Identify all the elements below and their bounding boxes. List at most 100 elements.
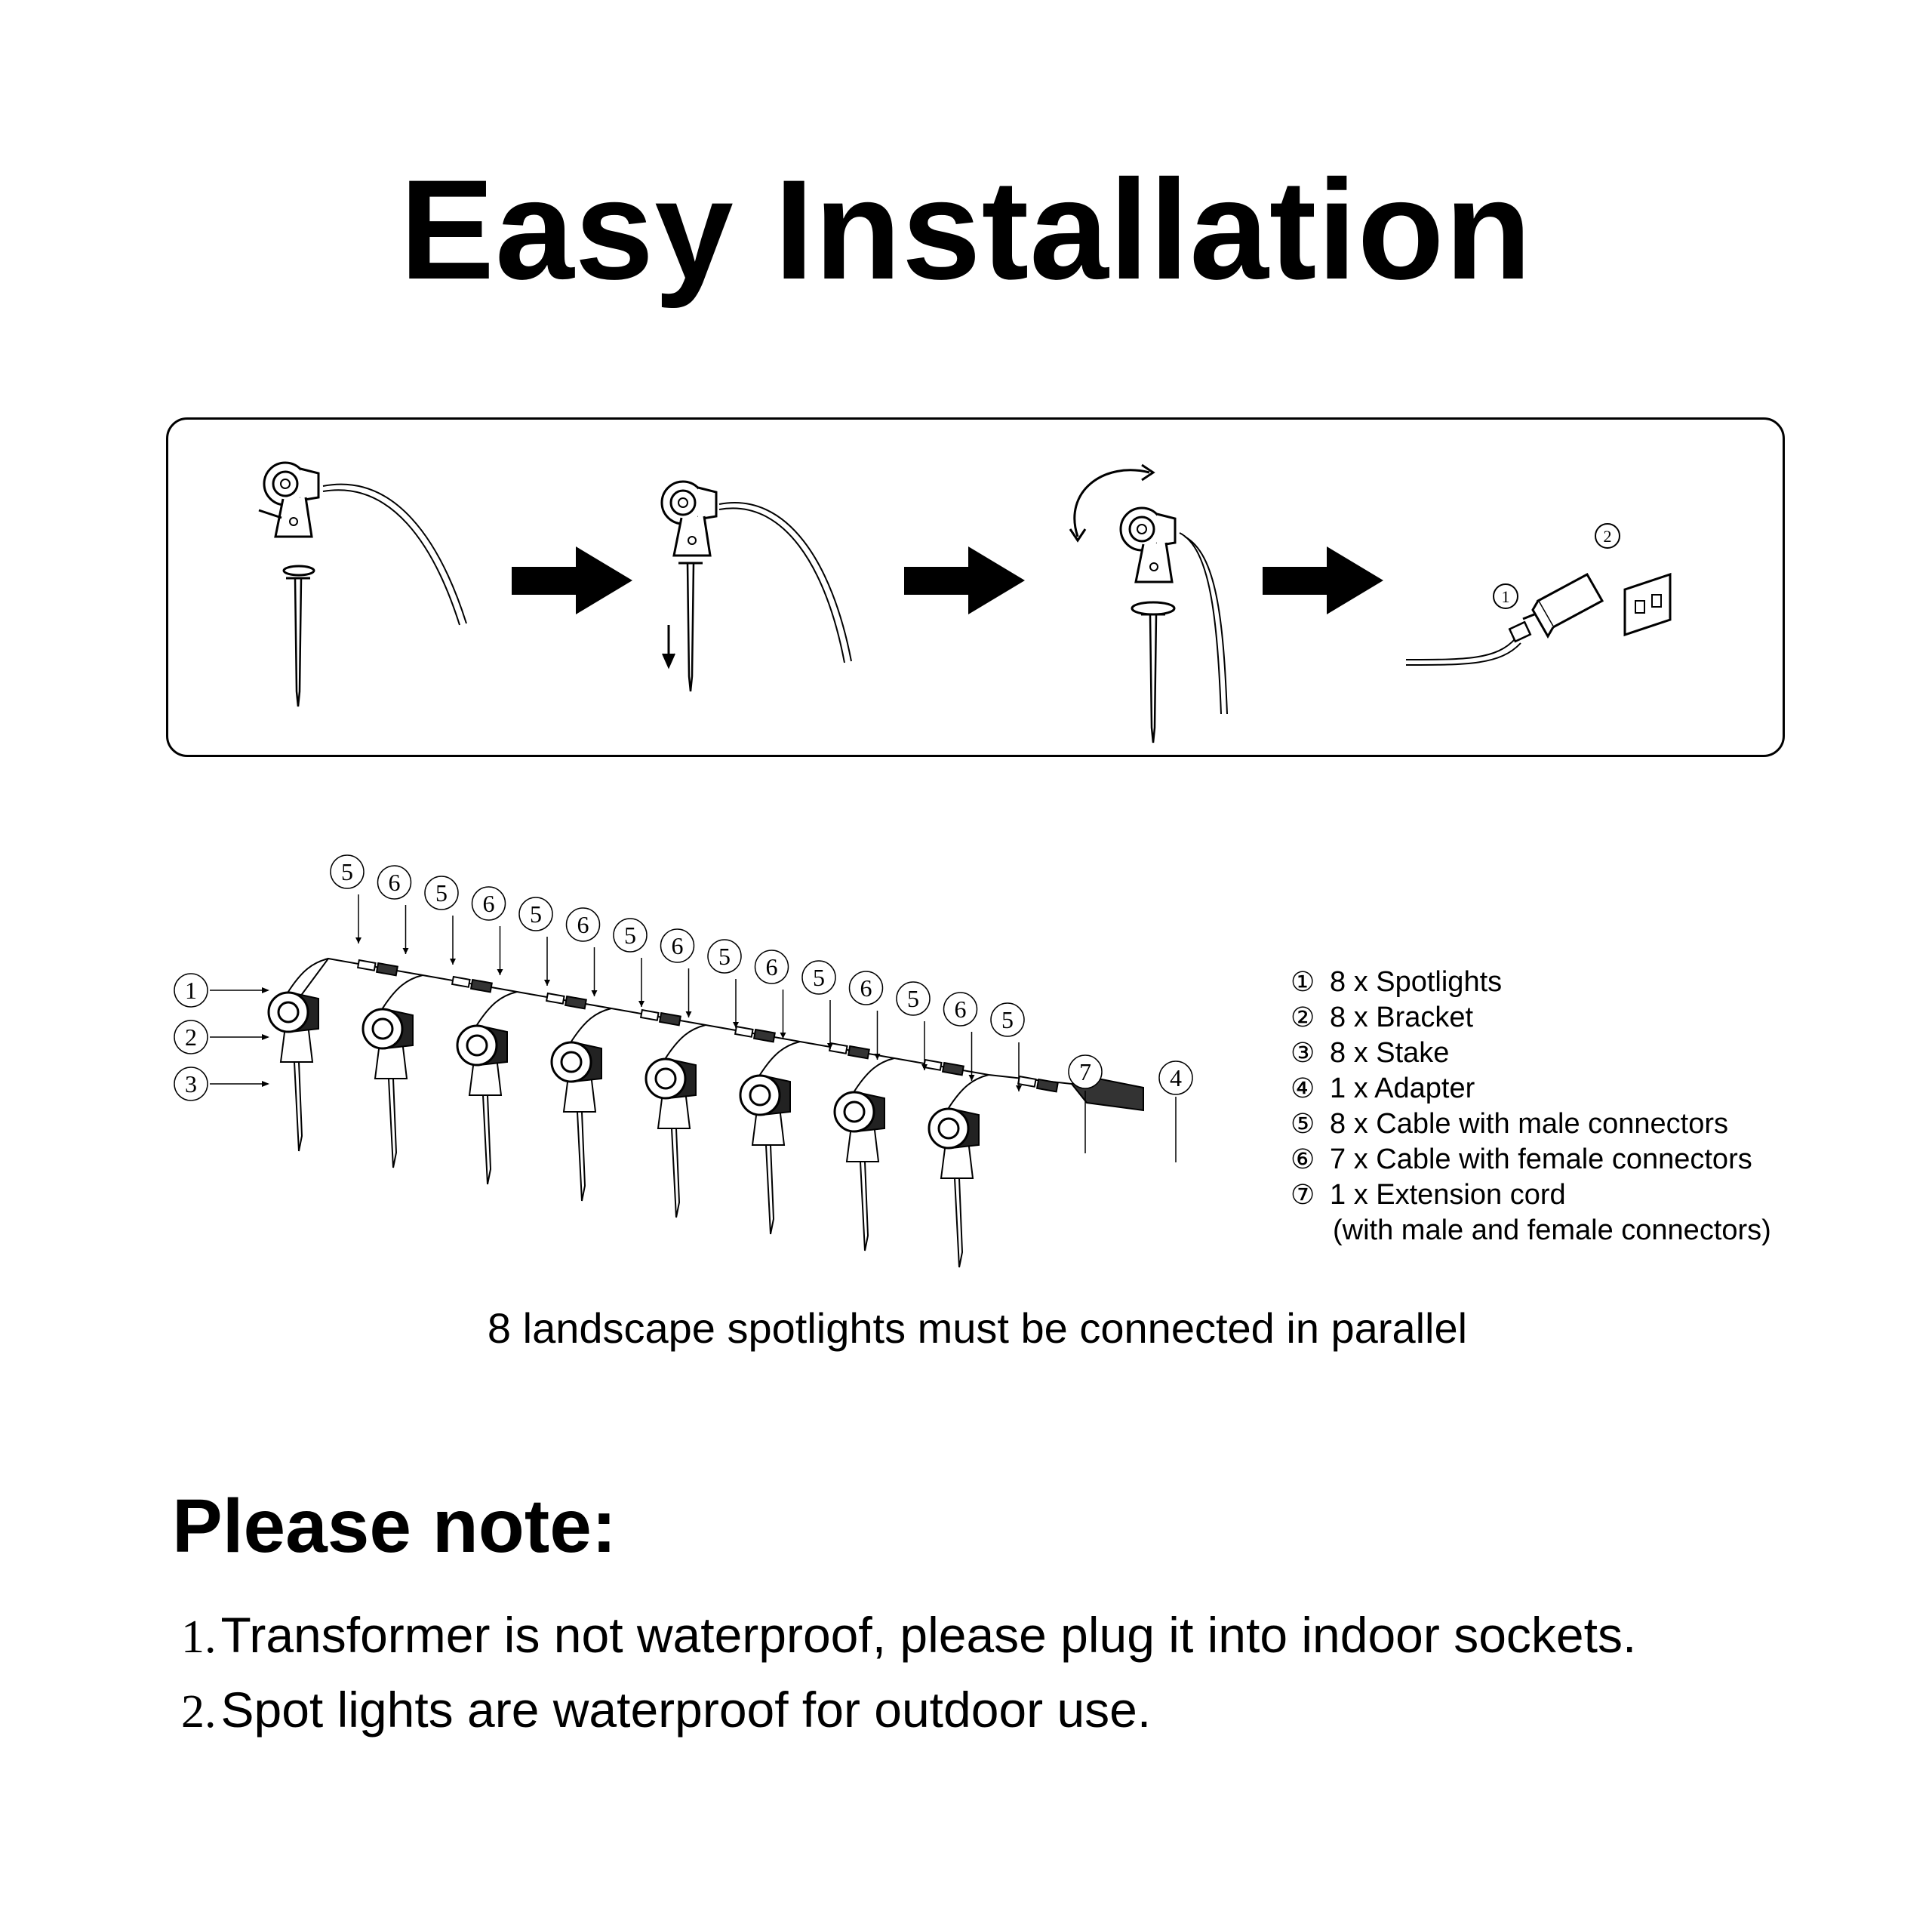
callout-arrowhead — [544, 980, 550, 986]
step-3-adjust-angle — [1069, 463, 1228, 744]
callout-arrowhead — [497, 969, 503, 975]
callout-6: 6 — [672, 932, 684, 959]
spotlight-lens — [749, 1084, 771, 1107]
callout-6-circle — [943, 992, 978, 1027]
arrow-right-icon — [1263, 546, 1383, 614]
callout-1: 1 — [185, 977, 197, 1004]
spotlight-head — [739, 1074, 781, 1116]
callout-6: 6 — [955, 996, 967, 1023]
connector-female — [941, 1061, 964, 1076]
arrow-right-icon — [512, 546, 632, 614]
callout-5-circle — [518, 897, 553, 931]
step-1-assemble-bracket — [258, 461, 467, 708]
spotlight-head — [833, 1091, 875, 1133]
spotlight-lens — [466, 1034, 488, 1057]
note-list: 1.Transformer is not waterproof, please … — [181, 1599, 1917, 1748]
spotlight-stake — [764, 1144, 775, 1235]
installation-steps-illustration: 1 2 — [258, 461, 1672, 744]
callout-arrowhead — [733, 1022, 739, 1028]
connector-female — [658, 1011, 681, 1027]
branch-cable — [852, 1057, 895, 1094]
spotlight-stake — [576, 1111, 586, 1202]
callout-5-circle — [707, 939, 742, 974]
connector-female — [469, 978, 493, 993]
spotlight-head — [456, 1024, 498, 1067]
connector-female — [847, 1045, 870, 1060]
spotlight-head — [928, 1107, 970, 1150]
spotlight-stake — [481, 1094, 492, 1185]
callout-6-circle — [754, 950, 789, 984]
connector-male — [1017, 1075, 1037, 1088]
callout-5-circle — [613, 918, 648, 953]
callout-6-circle — [848, 971, 884, 1005]
callout-4-circle — [1158, 1060, 1193, 1095]
callout-6-circle — [660, 928, 695, 963]
spotlight-lens — [277, 1001, 300, 1023]
parallel-caption: 8 landscape spotlights must be connected… — [487, 1304, 1468, 1352]
connector-male — [734, 1025, 754, 1038]
spotlight-lens — [843, 1100, 866, 1123]
callout-6-circle — [377, 865, 412, 900]
step-4-label-2: 2 — [1604, 527, 1612, 546]
callout-5: 5 — [341, 858, 353, 885]
callout-2-circle — [174, 1020, 208, 1054]
spotlight-stake — [953, 1177, 964, 1268]
callout-4: 4 — [1170, 1064, 1182, 1091]
connector-male — [639, 1008, 660, 1021]
callout-1-circle — [174, 973, 208, 1008]
callout-arrowhead — [780, 1033, 786, 1039]
callout-3-circle — [174, 1067, 208, 1101]
branch-cable — [569, 1008, 612, 1045]
branch-cable — [286, 958, 329, 995]
connector-female — [752, 1028, 776, 1043]
spotlight-stake — [859, 1161, 869, 1251]
callout-6-circle — [565, 907, 601, 942]
connector-male — [356, 959, 377, 971]
callout-7: 7 — [1079, 1058, 1091, 1085]
callout-5-circle — [990, 1002, 1025, 1037]
callout-5: 5 — [907, 985, 919, 1012]
callout-arrowhead — [591, 990, 598, 996]
callout-arrowhead — [685, 1011, 692, 1017]
note-heading: Please note: — [172, 1484, 617, 1568]
branch-cable — [380, 974, 423, 1011]
callout-arrowhead — [262, 1081, 269, 1087]
callout-arrowhead — [402, 948, 409, 954]
callout-arrowhead — [921, 1064, 928, 1070]
callout-arrowhead — [262, 987, 269, 993]
spotlight-lens — [371, 1017, 394, 1040]
callout-5-circle — [896, 981, 931, 1016]
connector-male — [451, 975, 471, 988]
spotlight-head — [267, 991, 309, 1033]
callout-5: 5 — [530, 900, 542, 928]
callout-3: 3 — [185, 1070, 197, 1097]
callout-6-circle — [471, 886, 506, 921]
spotlight-stake — [387, 1078, 398, 1168]
callout-6: 6 — [577, 911, 589, 938]
arrow-right-icon — [904, 546, 1025, 614]
callout-5: 5 — [435, 879, 448, 907]
step-2-insert-stake — [660, 480, 852, 693]
branch-cable — [663, 1024, 706, 1061]
branch-cable — [758, 1041, 801, 1078]
callout-arrowhead — [638, 1001, 645, 1007]
legend-note: (with male and female connectors) — [1333, 1214, 1771, 1246]
callout-arrowhead — [355, 937, 361, 943]
spotlight-stake — [293, 1061, 303, 1152]
spotlight-head — [550, 1041, 592, 1083]
callout-arrowhead — [827, 1043, 833, 1049]
callout-5: 5 — [624, 922, 636, 949]
connector-female — [375, 962, 398, 977]
installation-steps-panel: 1 2 — [166, 417, 1785, 757]
callout-5-circle — [801, 960, 836, 995]
step-4-label-1: 1 — [1502, 587, 1510, 606]
branch-cable — [946, 1074, 989, 1111]
branch-cable — [475, 991, 518, 1028]
